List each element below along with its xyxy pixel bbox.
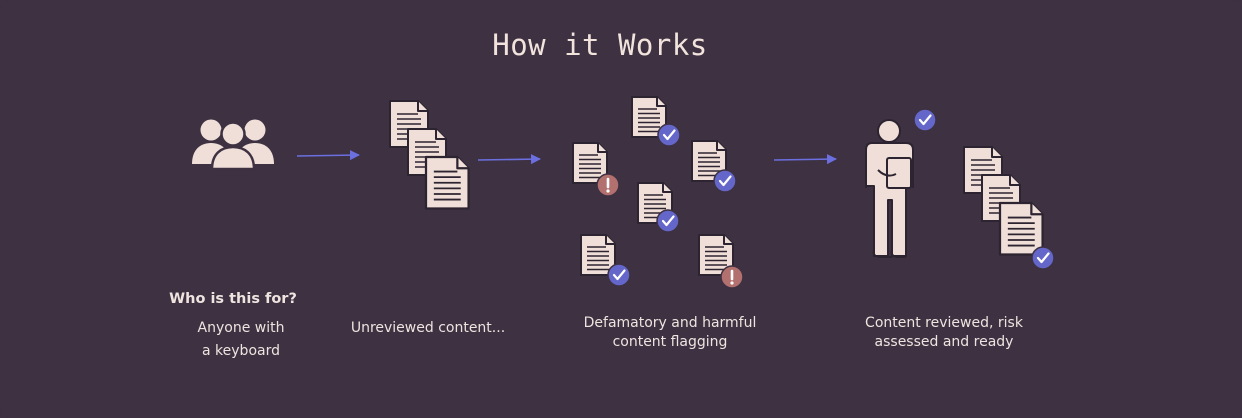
alert-badge-icon bbox=[595, 172, 621, 198]
alert-badge-icon bbox=[719, 264, 745, 290]
check-badge-icon bbox=[655, 208, 681, 234]
stage-caption-line: Unreviewed content... bbox=[350, 320, 506, 336]
flagged-documents-cluster bbox=[572, 96, 745, 290]
check-badge-icon bbox=[912, 107, 938, 133]
page-title: How it Works bbox=[492, 28, 708, 62]
check-badge-icon bbox=[606, 262, 632, 288]
users-group-icon bbox=[192, 119, 274, 171]
check-badge-icon bbox=[656, 122, 682, 148]
stage-caption-line: a keyboard bbox=[202, 343, 280, 359]
document-stack-reviewed bbox=[963, 146, 1056, 271]
document-stack-unreviewed bbox=[389, 100, 470, 210]
stage-caption-line: Defamatory and harmful bbox=[583, 315, 757, 331]
check-badge-icon bbox=[1030, 245, 1056, 271]
check-badge-icon bbox=[712, 168, 738, 194]
stage-caption-line: Content reviewed, risk bbox=[865, 315, 1023, 331]
stage-caption-line: Anyone with bbox=[197, 320, 285, 336]
document-icon bbox=[424, 155, 470, 210]
arrow-right-icon bbox=[296, 150, 360, 161]
arrow-right-icon bbox=[773, 154, 837, 165]
stage-caption-line: assessed and ready bbox=[874, 334, 1014, 350]
stage-heading: Who is this for? bbox=[169, 291, 297, 307]
document-icon bbox=[998, 201, 1044, 256]
reviewer-person-icon bbox=[865, 119, 914, 258]
arrow-right-icon bbox=[477, 154, 541, 165]
stage-caption-line: content flagging bbox=[612, 334, 728, 350]
